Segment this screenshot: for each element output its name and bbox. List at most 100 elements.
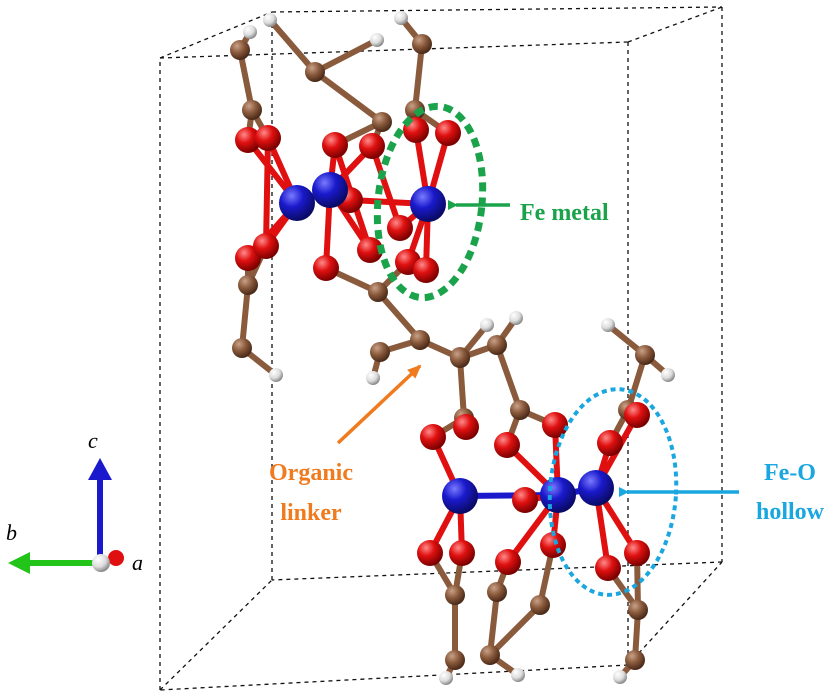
oxygen-atom <box>435 120 461 146</box>
oxygen-atom <box>624 540 650 566</box>
carbon-atom <box>242 100 262 120</box>
c-axis-label: c <box>88 428 98 453</box>
axis-triad: c b a <box>6 428 143 575</box>
fe-o-hollow-highlight-ellipse <box>547 387 679 597</box>
oxygen-atom <box>387 215 413 241</box>
hydrogen-atom <box>269 368 283 382</box>
cell-edge <box>271 561 723 581</box>
hydrogen-atom <box>439 671 453 685</box>
iron-atom <box>578 470 614 506</box>
cell-edge <box>159 579 273 691</box>
oxygen-atom <box>413 257 439 283</box>
hydrogen-atom <box>480 318 494 332</box>
unit-cell-box <box>159 6 723 691</box>
oxygen-atom <box>542 412 568 438</box>
carbon-atom <box>480 645 500 665</box>
carbon-atom <box>510 400 530 420</box>
hydrogen-atom <box>661 368 675 382</box>
oxygen-atom <box>357 237 383 263</box>
carbon-atom <box>232 338 252 358</box>
a-axis-dot <box>108 550 124 566</box>
oxygen-atom <box>449 540 475 566</box>
oxygen-atom <box>495 549 521 575</box>
carbon-atom <box>450 348 470 368</box>
a-axis-label: a <box>132 550 143 575</box>
oxygen-atom <box>322 132 348 158</box>
oxygen-atom <box>512 487 538 513</box>
hydrogen-atom <box>370 33 384 47</box>
organic-linker-label-line1: Organic <box>269 460 353 486</box>
hydrogen-atom <box>509 311 523 325</box>
carbon-atom <box>238 275 258 295</box>
cell-edge <box>159 41 629 59</box>
carbon-atom <box>230 40 250 60</box>
iron-atom <box>312 172 348 208</box>
cell-edge <box>271 6 723 13</box>
fe-metal-highlight-ellipse <box>373 102 487 302</box>
bond <box>487 589 500 658</box>
iron-atom <box>410 186 446 222</box>
bond <box>312 69 385 125</box>
iron-atom <box>279 185 315 221</box>
atom-layer <box>230 11 675 685</box>
oxygen-atom <box>624 402 650 428</box>
carbon-atom <box>445 585 465 605</box>
oxygen-atom <box>420 424 446 450</box>
bond <box>369 143 403 231</box>
carbon-atom <box>625 650 645 670</box>
bond <box>237 47 255 113</box>
carbon-atom <box>410 330 430 350</box>
hydrogen-atom <box>243 25 257 39</box>
hydrogen-atom <box>511 668 525 682</box>
carbon-atom <box>445 650 465 670</box>
bond <box>312 37 380 75</box>
bond <box>267 17 318 75</box>
bond <box>487 602 543 658</box>
iron-atom <box>442 478 478 514</box>
hydrogen-atom <box>601 318 615 332</box>
oxygen-atom <box>255 125 281 151</box>
organic-linker-label-line2: linker <box>280 500 342 526</box>
carbon-atom <box>628 600 648 620</box>
carbon-atom <box>412 34 432 54</box>
oxygen-atom <box>540 532 566 558</box>
oxygen-atom <box>235 127 261 153</box>
fe-metal-label: Fe metal <box>520 200 609 226</box>
bond <box>494 342 523 413</box>
carbon-atom <box>635 345 655 365</box>
carbon-atom <box>487 582 507 602</box>
carbon-atom <box>487 335 507 355</box>
bond <box>412 41 425 113</box>
c-axis-arrowhead <box>88 458 112 480</box>
bond <box>263 135 271 249</box>
organic-linker-arrow <box>336 364 422 445</box>
hydrogen-atom <box>394 11 408 25</box>
oxygen-atom <box>417 540 443 566</box>
oxygen-atom <box>597 430 623 456</box>
bond <box>375 289 423 343</box>
carbon-atom <box>370 342 390 362</box>
oxygen-atom <box>494 432 520 458</box>
oxygen-atom <box>595 555 621 581</box>
oxygen-atom <box>313 255 339 281</box>
oxygen-atom <box>453 414 479 440</box>
iron-atom <box>540 477 576 513</box>
oxygen-atom <box>253 233 279 259</box>
b-axis-label: b <box>6 520 17 545</box>
fe-o-hollow-label-line1: Fe-O <box>764 460 816 486</box>
bond <box>239 282 251 351</box>
bond <box>457 355 467 421</box>
fe-o-hollow-label-line2: hollow <box>756 499 825 525</box>
cell-edge <box>627 6 723 43</box>
carbon-atom <box>372 112 392 132</box>
oxygen-atom <box>359 133 385 159</box>
hydrogen-atom <box>613 670 627 684</box>
carbon-atom <box>368 282 388 302</box>
b-axis-arrowhead <box>8 552 30 574</box>
hydrogen-atom <box>366 371 380 385</box>
hydrogen-atom <box>263 13 277 27</box>
carbon-atom <box>530 595 550 615</box>
axis-origin-sphere <box>92 554 110 572</box>
